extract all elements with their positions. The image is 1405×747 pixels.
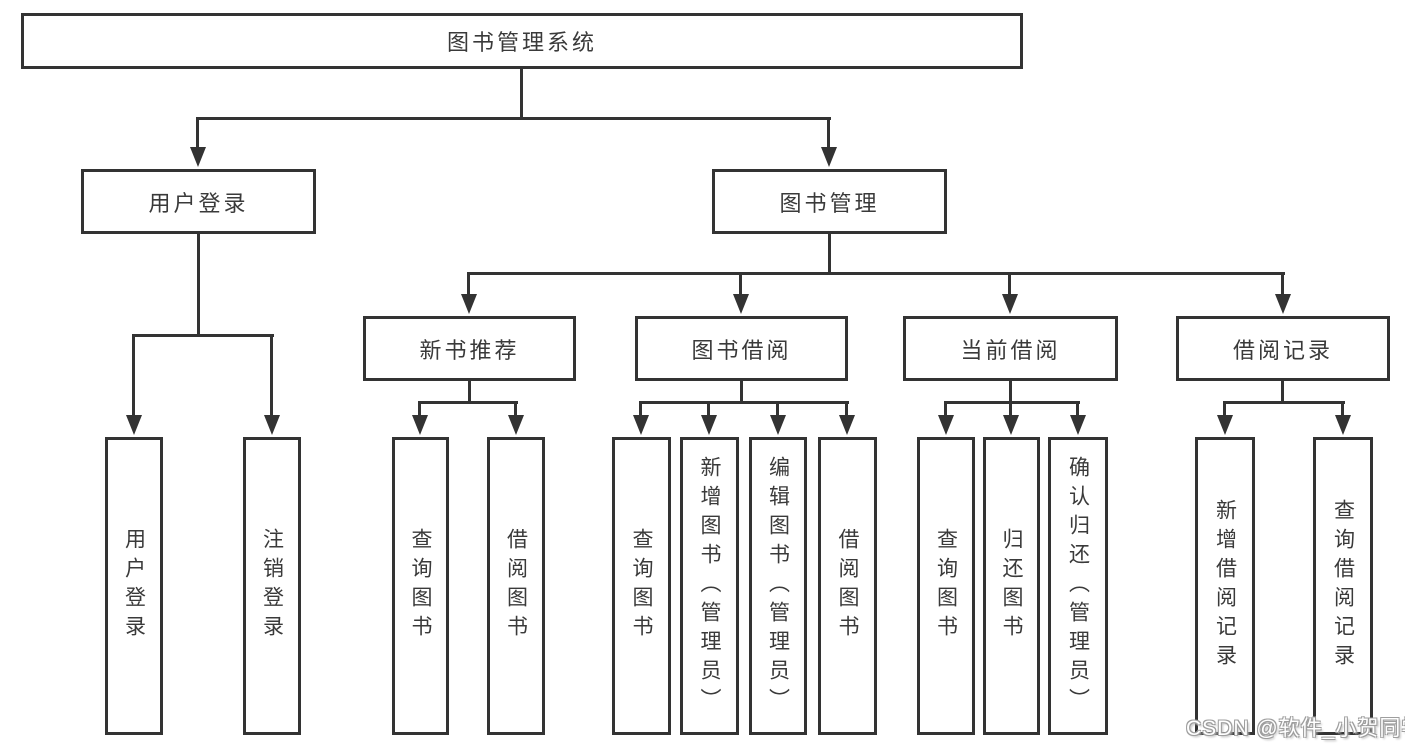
arrow-down-confirm-return [1070, 401, 1086, 435]
arrow-down-leaf-logout [264, 334, 280, 435]
connector-root-bar [197, 117, 831, 120]
arrow-down-user-login [190, 117, 206, 167]
leaf-logout: 注销登录 [243, 437, 301, 735]
leaf-query-books-1: 查询图书 [392, 437, 449, 735]
arrow-down-current-borrowing [1002, 272, 1018, 314]
leaf-borrow-books-2: 借阅图书 [818, 437, 877, 735]
arrow-down-add-books [701, 401, 717, 435]
arrow-down-edit-books [770, 401, 786, 435]
leaf-user-login: 用户登录 [105, 437, 163, 735]
leaf-query-books-3: 查询图书 [917, 437, 975, 735]
node-new-book-recommendation: 新书推荐 [363, 316, 576, 381]
leaf-label: 查询图书 [409, 528, 433, 644]
connector-borrowing-records-stem [1281, 381, 1284, 403]
node-label: 新书推荐 [419, 337, 520, 363]
connector-book-borrowing-bar [640, 401, 849, 404]
connector-current-borrowing-bar [944, 401, 1080, 404]
node-current-borrowing: 当前借阅 [903, 316, 1118, 381]
arrow-down-new-book-recommendation [461, 272, 477, 314]
node-library-management-system: 图书管理系统 [21, 13, 1023, 69]
node-user-login: 用户登录 [81, 169, 316, 234]
leaf-borrow-books-1: 借阅图书 [487, 437, 545, 735]
arrow-down-return-books [1003, 401, 1019, 435]
connector-user-login-bar [133, 334, 274, 337]
arrow-down-query-books-2 [633, 401, 649, 435]
leaf-add-borrow-record: 新增借阅记录 [1195, 437, 1255, 735]
connector-root-stem [520, 68, 523, 118]
leaf-label: 编辑图书（管理员） [766, 455, 790, 717]
arrow-down-leaf-user-login [126, 334, 142, 435]
node-label: 图书管理 [779, 190, 880, 216]
leaf-query-books-2: 查询图书 [612, 437, 671, 735]
node-borrowing-records: 借阅记录 [1176, 316, 1390, 381]
leaf-label: 查询图书 [630, 528, 654, 644]
leaf-label: 归还图书 [1000, 528, 1024, 644]
connector-user-login-stem [197, 234, 200, 336]
leaf-label: 查询图书 [934, 528, 958, 644]
csdn-watermark: CSDN @软件_小贺同学 [1186, 717, 1405, 740]
leaf-label: 注销登录 [260, 528, 284, 644]
node-book-borrowing: 图书借阅 [635, 316, 848, 381]
node-label: 借阅记录 [1232, 337, 1333, 363]
node-book-management: 图书管理 [712, 169, 947, 234]
leaf-add-books-admin: 新增图书（管理员） [680, 437, 739, 735]
leaf-confirm-return-admin: 确认归还（管理员） [1048, 437, 1108, 735]
leaf-edit-books-admin: 编辑图书（管理员） [749, 437, 807, 735]
arrow-down-borrowing-records [1275, 272, 1291, 314]
connector-new-book-bar [419, 401, 518, 404]
connector-borrowing-records-bar [1223, 401, 1345, 404]
leaf-label: 确认归还（管理员） [1066, 455, 1090, 717]
leaf-label: 新增借阅记录 [1213, 499, 1237, 673]
connector-new-book-stem [468, 381, 471, 403]
leaf-label: 用户登录 [122, 528, 146, 644]
leaf-query-borrow-record: 查询借阅记录 [1313, 437, 1373, 735]
leaf-return-books: 归还图书 [983, 437, 1040, 735]
connector-current-borrowing-stem [1009, 381, 1012, 403]
node-label: 用户登录 [148, 190, 249, 216]
arrow-down-add-borrow-record [1217, 401, 1233, 435]
connector-book-management-stem [828, 234, 831, 275]
leaf-label: 借阅图书 [504, 528, 528, 644]
node-label: 图书管理系统 [446, 30, 597, 55]
arrow-down-query-borrow-record [1335, 401, 1351, 435]
connector-book-borrowing-stem [740, 381, 743, 403]
node-label: 图书借阅 [691, 337, 792, 363]
leaf-label: 新增图书（管理员） [698, 455, 722, 717]
arrow-down-borrow-books-2 [839, 401, 855, 435]
arrow-down-query-books-1 [412, 401, 428, 435]
arrow-down-book-management [821, 117, 837, 167]
arrow-down-book-borrowing [733, 272, 749, 314]
connector-book-management-bar [468, 272, 1285, 275]
leaf-label: 查询借阅记录 [1331, 499, 1355, 673]
arrow-down-query-books-3 [938, 401, 954, 435]
leaf-label: 借阅图书 [836, 528, 860, 644]
arrow-down-borrow-books-1 [508, 401, 524, 435]
node-label: 当前借阅 [960, 337, 1061, 363]
